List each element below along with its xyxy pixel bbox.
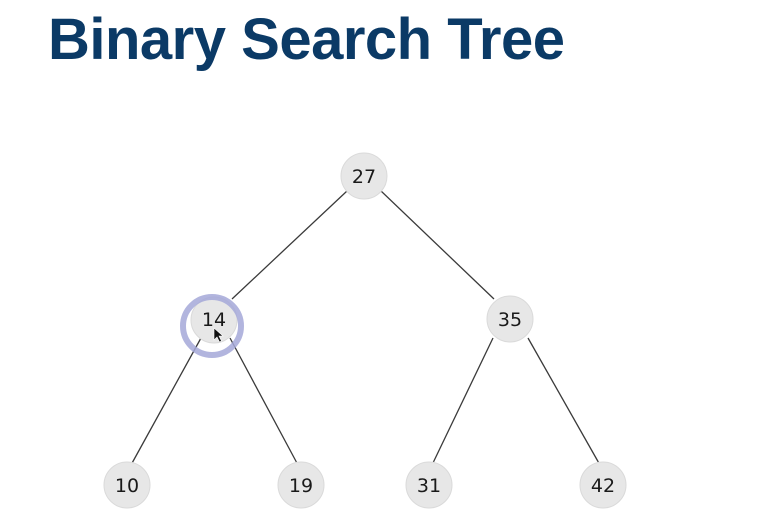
node-label: 35 [498, 309, 522, 331]
edge-35-42 [527, 337, 601, 466]
node-label: 31 [417, 475, 441, 497]
page-title: Binary Search Tree [48, 7, 565, 72]
node-circle [405, 461, 453, 509]
selection-ring [180, 294, 244, 358]
tree-edges [130, 190, 601, 466]
tree-node-14[interactable]: 14 [180, 294, 244, 358]
tree-node-27[interactable]: 27 [340, 152, 388, 200]
edge-14-19 [229, 337, 299, 466]
node-circle [486, 295, 534, 343]
edge-35-31 [431, 337, 494, 466]
node-label: 42 [591, 475, 615, 497]
mouse-pointer-icon [213, 327, 224, 343]
tree-node-19[interactable]: 19 [277, 461, 325, 509]
tree-node-42[interactable]: 42 [579, 461, 627, 509]
node-circle [103, 461, 151, 509]
tree-node-10[interactable]: 10 [103, 461, 151, 509]
edge-27-35 [380, 190, 495, 300]
node-circle [277, 461, 325, 509]
edge-14-10 [130, 337, 202, 466]
node-label: 27 [352, 166, 376, 188]
node-label: 14 [202, 309, 226, 331]
node-label: 10 [115, 475, 139, 497]
tree-node-31[interactable]: 31 [405, 461, 453, 509]
node-label: 19 [289, 475, 313, 497]
edge-27-14 [231, 190, 348, 300]
node-circle [579, 461, 627, 509]
tree-node-35[interactable]: 35 [486, 295, 534, 343]
node-circle [340, 152, 388, 200]
